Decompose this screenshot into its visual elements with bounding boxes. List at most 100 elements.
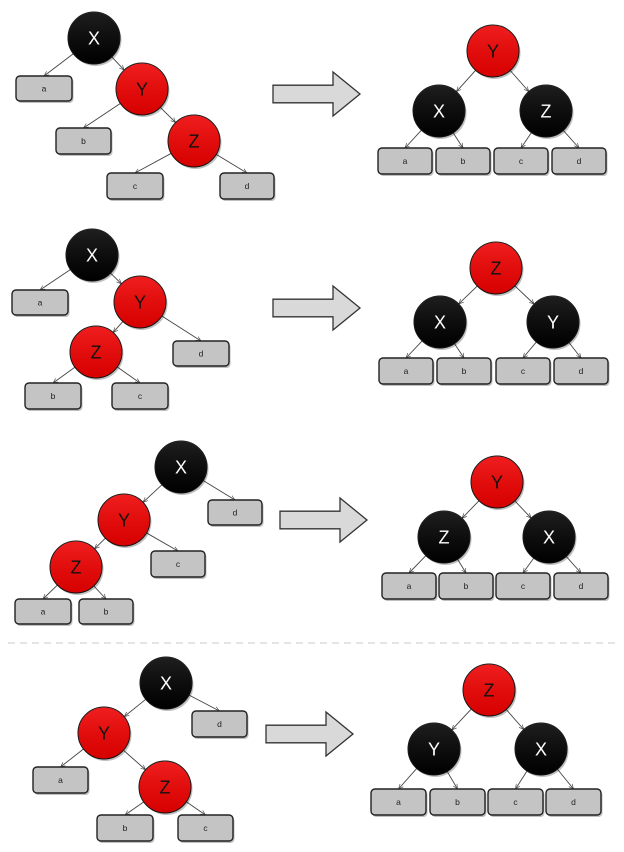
leaf-subtree-a: a xyxy=(377,147,434,176)
leaf-label: c xyxy=(521,366,526,376)
tree-edge xyxy=(505,708,524,730)
tree-edge xyxy=(159,106,176,123)
tree-node-y-red: Y xyxy=(97,493,152,548)
tree-edge xyxy=(143,483,163,502)
leaf-subtree-a: a xyxy=(381,572,438,601)
leaf-subtree-c: c xyxy=(493,147,550,176)
node-label: Z xyxy=(189,132,200,152)
tree-node-z-red: Z xyxy=(469,241,524,296)
node-label: Y xyxy=(136,80,148,100)
tree-node-y-red: Y xyxy=(77,706,132,761)
node-label: Y xyxy=(98,724,110,744)
tree-edge xyxy=(185,800,206,815)
tree-edge xyxy=(399,767,418,789)
tree-node-y-black: Y xyxy=(526,295,581,350)
tree-edge xyxy=(215,153,247,173)
tree-node-x-black: X xyxy=(522,510,577,565)
leaf-label: a xyxy=(403,156,408,166)
tree-edge xyxy=(187,694,219,712)
tree-edge xyxy=(523,557,535,573)
tree-node-x-black: X xyxy=(154,440,209,495)
tree-edge xyxy=(513,284,534,304)
leaf-subtree-a: a xyxy=(370,788,428,817)
tree-edge xyxy=(459,285,479,304)
tree-node-x-black: X xyxy=(412,84,467,139)
tree-node-z-black: Z xyxy=(417,510,472,565)
node-label: Z xyxy=(71,558,82,578)
leaf-subtree-b: b xyxy=(24,382,83,411)
node-label: Y xyxy=(134,293,146,313)
node-label: Z xyxy=(541,102,552,122)
transform-arrow-icon xyxy=(272,70,362,118)
node-label: Z xyxy=(484,681,495,701)
leaf-subtree-d: d xyxy=(207,499,264,527)
node-label: X xyxy=(175,458,187,478)
leaf-label: d xyxy=(199,349,204,359)
tree-edge xyxy=(456,69,477,92)
tree-edge xyxy=(44,52,75,76)
tree-node-y-red: Y xyxy=(470,455,525,510)
leaf-label: b xyxy=(464,581,469,591)
leaf-label: d xyxy=(571,797,576,807)
node-label: X xyxy=(543,528,555,548)
tree-node-z-red: Z xyxy=(69,325,124,380)
tree-edge xyxy=(516,769,528,789)
tree-node-z-red: Z xyxy=(138,760,193,815)
tree-edge xyxy=(160,315,201,341)
leaf-label: b xyxy=(461,156,466,166)
node-label: Z xyxy=(491,259,502,279)
tree-edge xyxy=(202,479,235,500)
tree-edge xyxy=(406,339,424,358)
tree-edge xyxy=(53,366,76,383)
tree-edge xyxy=(43,584,59,599)
leaf-subtree-b: b xyxy=(435,147,492,176)
tree-edge xyxy=(452,131,463,148)
tree-edge xyxy=(109,272,122,283)
tree-edge xyxy=(84,102,122,128)
leaf-label: d xyxy=(245,181,250,191)
tree-node-y-red: Y xyxy=(113,275,168,330)
tree-edge xyxy=(113,320,124,333)
node-label: Y xyxy=(428,740,440,760)
leaf-label: b xyxy=(81,136,86,146)
leaf-subtree-c: c xyxy=(106,172,165,201)
leaf-label: c xyxy=(521,581,526,591)
leaf-subtree-c: c xyxy=(150,550,207,579)
leaf-subtree-d: d xyxy=(551,147,608,176)
tree-edge xyxy=(116,366,140,383)
leaf-label: c xyxy=(519,156,524,166)
node-label: Y xyxy=(118,511,130,531)
tree-edge xyxy=(452,707,473,730)
node-label: Z xyxy=(160,778,171,798)
leaf-subtree-b: b xyxy=(55,127,113,156)
leaf-subtree-c: c xyxy=(111,382,170,411)
leaf-subtree-d: d xyxy=(553,572,610,601)
leaf-label: c xyxy=(513,797,518,807)
node-label: Y xyxy=(491,473,503,493)
tree-edge xyxy=(135,152,173,174)
tree-edge xyxy=(462,499,480,518)
leaf-subtree-b: b xyxy=(436,357,493,386)
node-label: Y xyxy=(547,313,559,333)
leaf-subtree-d: d xyxy=(172,340,231,368)
tree-node-y-red: Y xyxy=(115,62,170,117)
leaf-label: b xyxy=(51,391,56,401)
node-label: Z xyxy=(439,528,450,548)
tree-node-x-black: X xyxy=(413,295,468,350)
tree-node-x-black: X xyxy=(67,11,122,66)
node-label: X xyxy=(535,740,547,760)
tree-node-y-black: Y xyxy=(407,722,462,777)
leaf-label: b xyxy=(104,607,109,617)
leaf-label: d xyxy=(577,156,582,166)
leaf-subtree-b: b xyxy=(78,598,135,626)
leaf-subtree-b: b xyxy=(96,814,155,843)
leaf-subtree-a: a xyxy=(15,75,74,103)
leaf-label: c xyxy=(133,181,138,191)
node-label: X xyxy=(160,674,172,694)
